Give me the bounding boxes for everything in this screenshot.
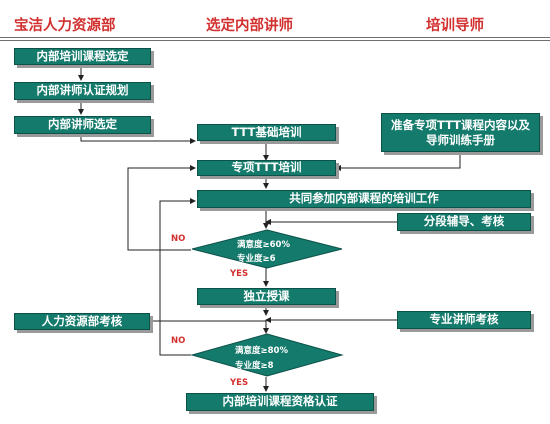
step-expert-assessment: 专业讲师考核 <box>397 311 531 329</box>
header-hr-dept: 宝洁人力资源部 <box>14 18 116 34</box>
decision2-satisfaction: 满意度≥80% <box>235 346 288 356</box>
header-rule-top <box>0 37 550 38</box>
step-ttt-special: 专项TTT培训 <box>197 160 336 176</box>
header-mentor: 培训导师 <box>426 18 484 34</box>
step-solo-teaching: 独立授课 <box>197 288 336 305</box>
decision-diamond-1 <box>191 229 343 269</box>
decision2-professionalism: 专业度≥8 <box>235 361 274 371</box>
step-prepare-materials: 准备专项TTT课程内容以及导师训练手册 <box>381 113 540 152</box>
step-joint-training: 共同参加内部课程的培训工作 <box>197 190 531 208</box>
decision2-no-label: NO <box>171 336 186 346</box>
decision1-yes-label: YES <box>230 269 249 279</box>
decision1-professionalism: 专业度≥6 <box>237 254 276 264</box>
decision1-satisfaction: 满意度≥60% <box>237 240 290 250</box>
step-coaching-assessment: 分段辅导、考核 <box>397 213 531 231</box>
decision-diamond-2 <box>190 333 344 377</box>
header-rule-bottom <box>0 40 550 41</box>
decision2-yes-label: YES <box>230 378 249 388</box>
step-certification: 内部培训课程资格认证 <box>186 393 374 411</box>
step-ttt-basic: TTT基础培训 <box>197 124 336 141</box>
step-trainer-select: 内部讲师选定 <box>14 116 151 134</box>
header-select-trainers: 选定内部讲师 <box>206 18 293 34</box>
step-course-select: 内部培训课程选定 <box>14 48 151 65</box>
step-hr-assessment: 人力资源部考核 <box>14 313 150 330</box>
decision1-no-label: NO <box>171 234 186 244</box>
step-trainer-cert-plan: 内部讲师认证规划 <box>14 82 151 100</box>
